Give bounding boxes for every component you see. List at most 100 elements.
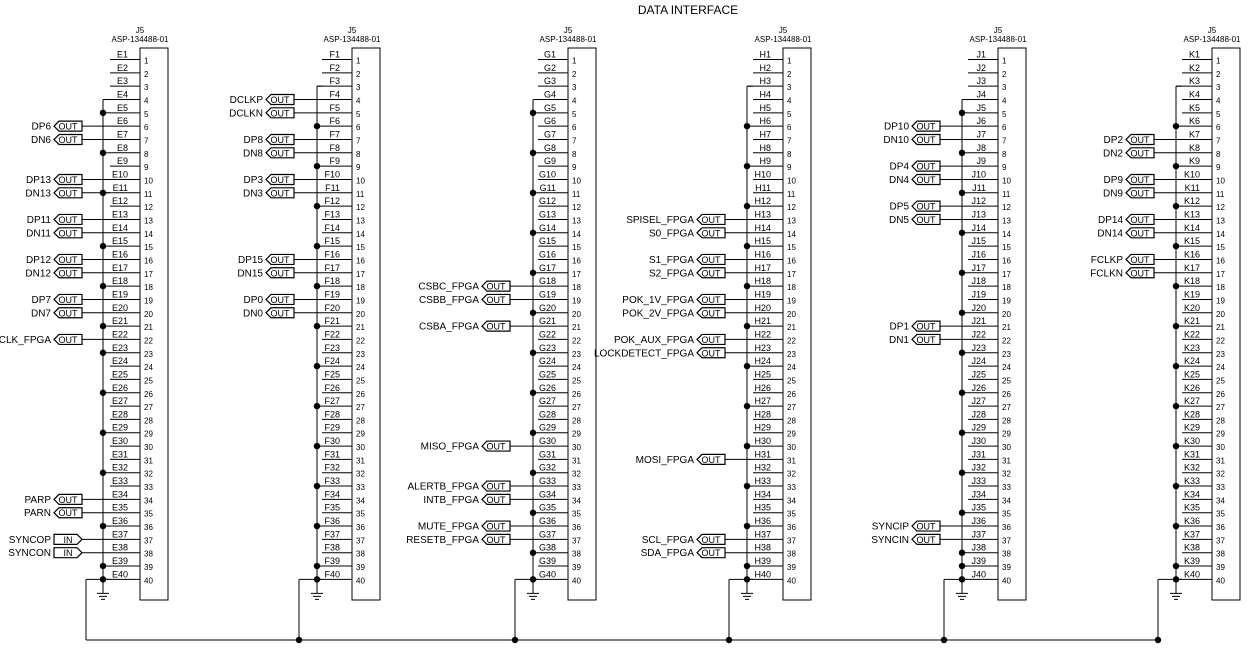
port-tag — [481, 293, 511, 306]
port-tag — [696, 253, 726, 266]
pin-label: G25 — [539, 369, 556, 379]
pin-number: 24 — [356, 363, 365, 372]
pin-number: 8 — [1002, 150, 1007, 159]
pin-label: F39 — [324, 556, 340, 566]
pin-number: 16 — [356, 256, 365, 265]
pin-number: 29 — [1002, 430, 1011, 439]
pin-number: 40 — [787, 576, 796, 585]
port-direction: OUT — [487, 522, 507, 532]
pin-number: 25 — [144, 376, 153, 385]
port-tag — [1125, 227, 1155, 239]
pin-number: 28 — [572, 416, 581, 425]
port-tag — [53, 547, 83, 559]
port-direction: OUT — [1131, 268, 1151, 278]
port-direction: OUT — [702, 348, 722, 358]
pin-number: 9 — [572, 163, 577, 172]
pin-label: J11 — [972, 183, 986, 193]
pin-label: E28 — [112, 409, 128, 419]
port-tag — [911, 520, 941, 532]
pin-number: 11 — [1216, 190, 1225, 199]
connector-part: ASP-134488-01 — [970, 35, 1027, 44]
signal-name: DP7 — [32, 295, 52, 306]
pin-label: H35 — [754, 503, 771, 513]
pin-number: 40 — [356, 576, 365, 585]
port-tag — [1125, 253, 1155, 266]
pin-label: E13 — [112, 209, 128, 219]
pin-label: K19 — [1184, 289, 1200, 299]
port-tag — [481, 440, 511, 452]
pin-number: 13 — [1216, 216, 1225, 225]
pin-number: 26 — [572, 390, 581, 399]
pin-label: E37 — [112, 529, 128, 539]
pin-label: F1 — [329, 50, 340, 60]
signal-name: DN2 — [1103, 148, 1123, 159]
pin-label: F15 — [324, 236, 340, 246]
pin-label: F23 — [324, 343, 340, 353]
junction-dot — [743, 482, 751, 490]
signal-name: SYNCON — [8, 548, 51, 559]
pin-label: J31 — [971, 449, 986, 459]
pin-label: F21 — [324, 316, 340, 326]
connector-h: J5ASP-134488-01H11H22H33H44H55H66H77H88H… — [594, 26, 812, 644]
junction-dot — [958, 309, 966, 316]
pin-label: H34 — [754, 489, 771, 499]
pin-number: 10 — [144, 176, 153, 185]
pin-label: K1 — [1189, 50, 1200, 60]
pin-number: 32 — [144, 470, 153, 479]
pin-number: 15 — [144, 243, 153, 252]
pin-label: F8 — [329, 143, 340, 153]
pin-label: F32 — [324, 463, 340, 473]
pin-label: K2 — [1189, 63, 1200, 73]
ground-icon — [956, 592, 968, 600]
pin-label: G1 — [544, 50, 556, 60]
signal-name: DP12 — [26, 255, 51, 266]
junction-dot — [958, 269, 966, 276]
pin-number: 19 — [1216, 296, 1225, 305]
junction-dot — [99, 109, 107, 117]
port-tag — [696, 227, 726, 239]
port-tag — [696, 533, 726, 545]
pin-label: G29 — [539, 423, 556, 433]
junction-dot — [99, 322, 107, 330]
pin-number: 12 — [1002, 203, 1011, 212]
pin-number: 12 — [1216, 203, 1225, 212]
port-tag — [481, 280, 511, 292]
connector-ref: J5 — [779, 26, 788, 35]
port-tag — [1125, 267, 1155, 279]
pin-label: E17 — [112, 263, 128, 273]
pin-label: J17 — [971, 263, 986, 273]
pin-label: G17 — [539, 263, 556, 273]
pin-label: K7 — [1189, 129, 1200, 139]
port-direction: OUT — [917, 322, 937, 332]
pin-label: H8 — [759, 143, 771, 153]
pin-number: 12 — [144, 203, 153, 212]
pin-label: E10 — [112, 169, 128, 179]
pin-label: G35 — [539, 503, 556, 513]
pin-label: J1 — [976, 50, 986, 60]
pin-number: 16 — [787, 256, 796, 265]
pin-label: K40 — [1184, 569, 1200, 579]
junction-dot — [529, 309, 537, 316]
pin-label: H3 — [759, 76, 771, 86]
pin-number: 14 — [572, 230, 581, 239]
port-direction: OUT — [59, 228, 79, 238]
pin-label: G24 — [539, 356, 556, 366]
port-tag — [265, 93, 295, 106]
port-direction: OUT — [271, 295, 291, 305]
pin-label: J9 — [976, 156, 986, 166]
pin-number: 25 — [1216, 376, 1225, 385]
pin-label: K3 — [1189, 76, 1200, 86]
pin-number: 10 — [1002, 176, 1011, 185]
pin-label: K5 — [1189, 103, 1200, 113]
pin-number: 17 — [787, 270, 796, 279]
pin-label: E14 — [112, 223, 128, 233]
pin-number: 36 — [356, 523, 365, 532]
pin-number: 8 — [572, 150, 577, 159]
pin-label: H25 — [754, 369, 771, 379]
pin-number: 28 — [1216, 416, 1225, 425]
pin-number: 39 — [356, 563, 365, 572]
port-direction: OUT — [59, 175, 79, 185]
